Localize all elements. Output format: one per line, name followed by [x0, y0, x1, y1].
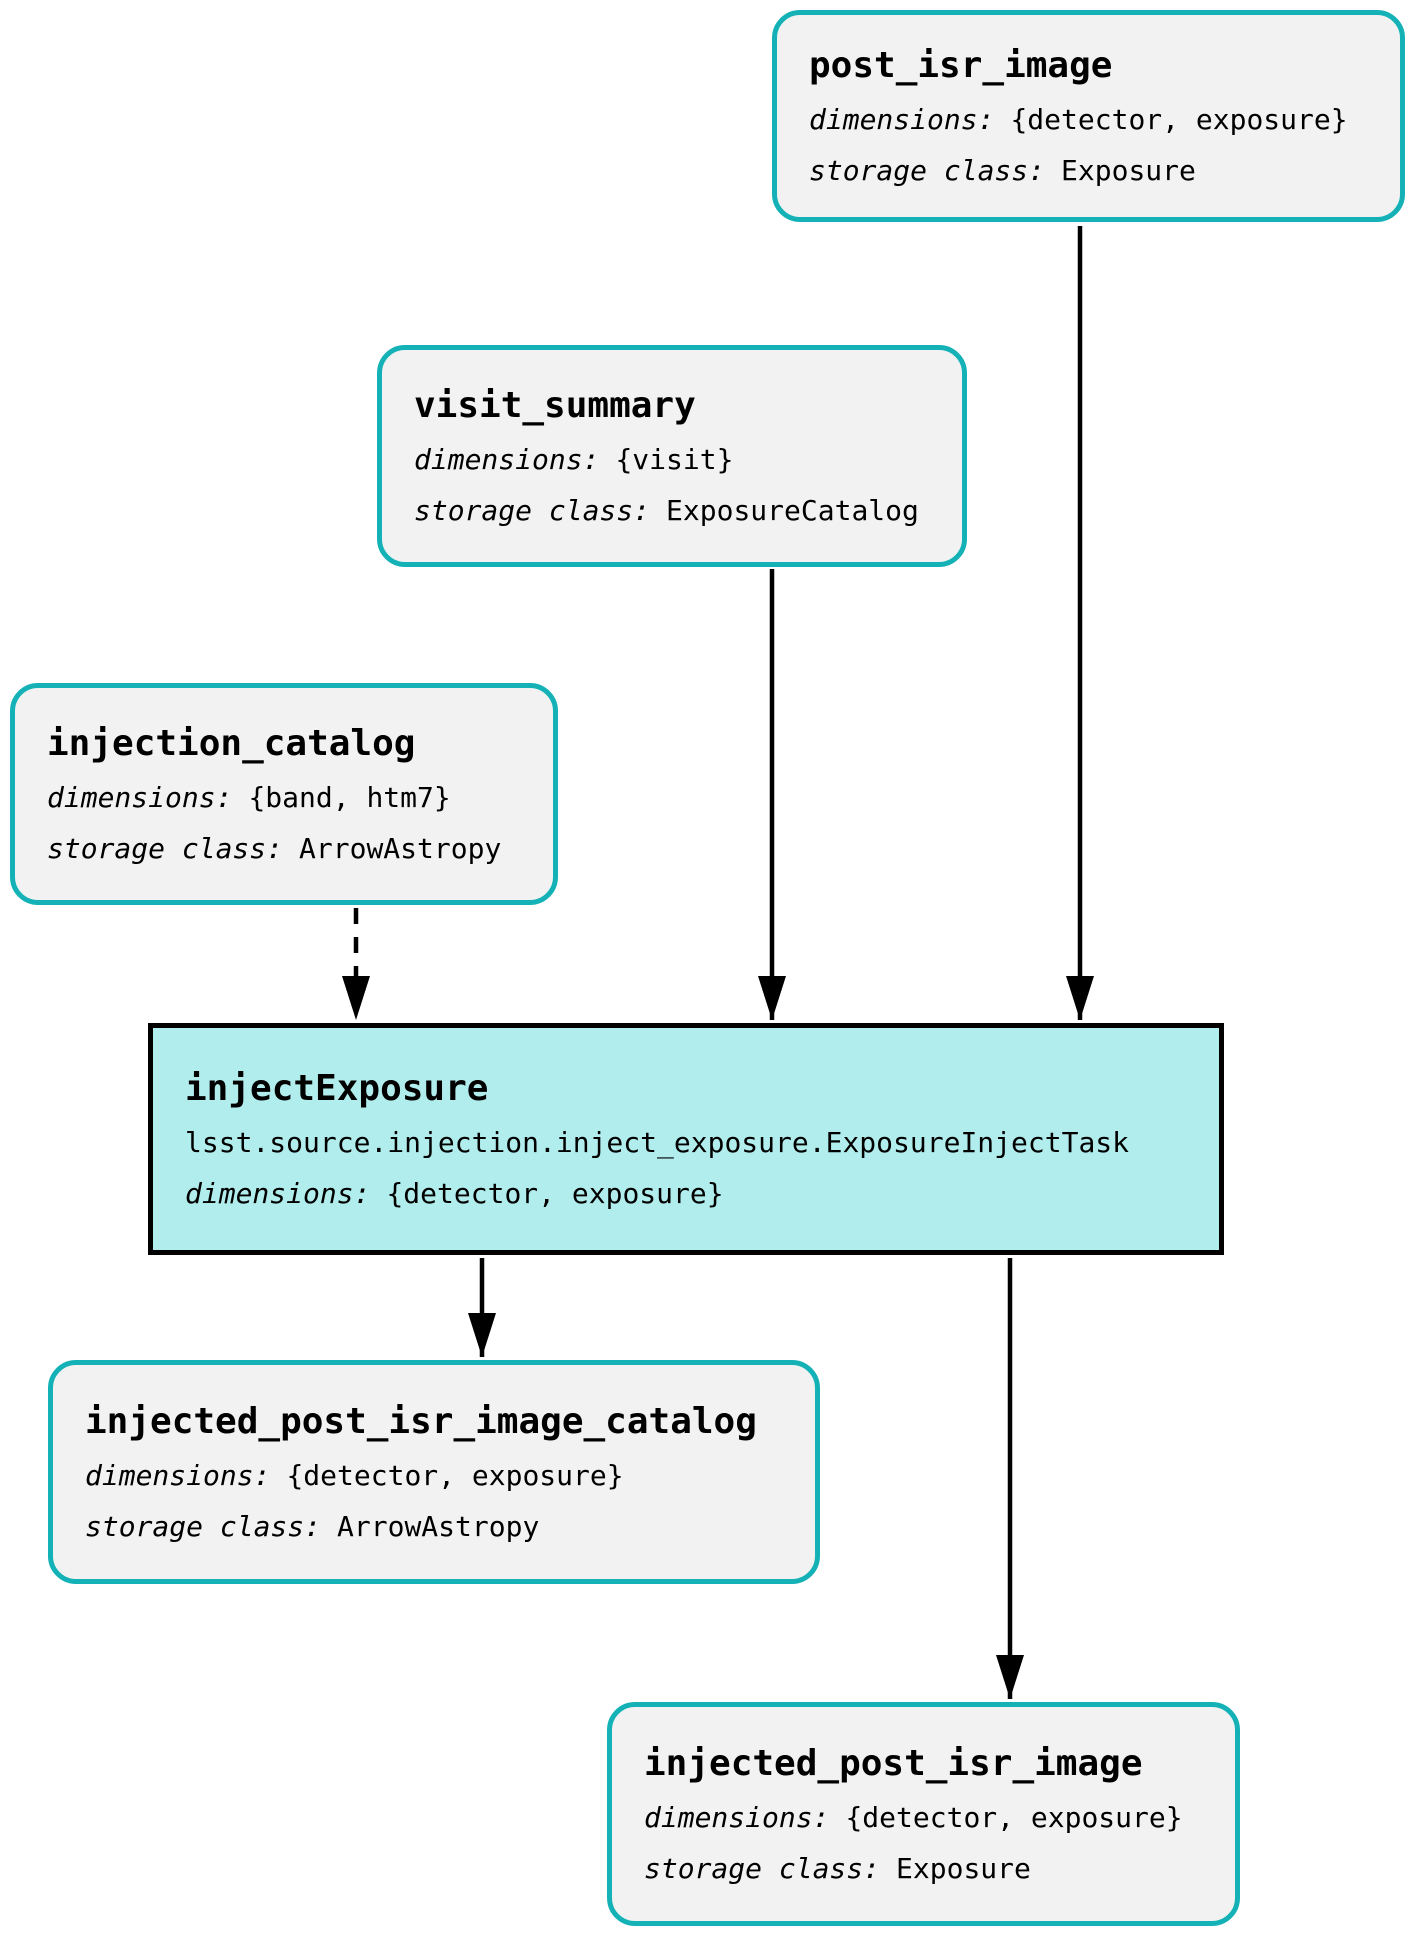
node-task-class: lsst.source.injection.inject_exposure.Ex…	[185, 1126, 1129, 1160]
node-injected-post-isr-image: injected_post_isr_image dimensions: {dete…	[607, 1702, 1240, 1926]
dimensions-label: dimensions:	[809, 103, 995, 137]
node-title: visit_summary	[414, 384, 696, 426]
dimensions-label: dimensions:	[185, 1176, 371, 1210]
storage-class-label: storage class:	[47, 831, 284, 865]
node-storage-class: storage class: Exposure	[809, 154, 1196, 188]
dimensions-value: {detector, exposure}	[1010, 103, 1348, 137]
storage-class-label: storage class:	[85, 1509, 322, 1543]
storage-class-value: Exposure	[1061, 153, 1196, 187]
node-storage-class: storage class: ExposureCatalog	[414, 494, 919, 528]
node-title: injectExposure	[185, 1067, 489, 1109]
node-title: injection_catalog	[47, 722, 416, 764]
node-storage-class: storage class: Exposure	[644, 1852, 1031, 1886]
node-title: injected_post_isr_image	[644, 1742, 1143, 1784]
node-storage-class: storage class: ArrowAstropy	[85, 1510, 539, 1544]
node-injectExposure-task: injectExposure lsst.source.injection.inj…	[148, 1023, 1224, 1255]
node-dimensions: dimensions: {detector, exposure}	[809, 103, 1348, 137]
storage-class-label: storage class:	[644, 1851, 881, 1885]
node-storage-class: storage class: ArrowAstropy	[47, 832, 501, 866]
task-class-value: lsst.source.injection.inject_exposure.Ex…	[185, 1126, 1130, 1160]
dimensions-label: dimensions:	[644, 1801, 830, 1835]
node-dimensions: dimensions: {detector, exposure}	[85, 1459, 624, 1493]
node-injection-catalog: injection_catalog dimensions: {band, htm7…	[10, 683, 558, 905]
node-visit-summary: visit_summary dimensions: {visit} storage…	[377, 345, 967, 567]
node-dimensions: dimensions: {visit}	[414, 443, 733, 477]
storage-class-value: ExposureCatalog	[666, 493, 919, 527]
dimensions-value: {visit}	[615, 443, 734, 477]
node-dimensions: dimensions: {detector, exposure}	[644, 1801, 1183, 1835]
dimensions-label: dimensions:	[414, 443, 600, 477]
node-post-isr-image: post_isr_image dimensions: {detector, exp…	[772, 10, 1405, 222]
dimensions-value: {band, htm7}	[248, 781, 451, 815]
dimensions-value: {detector, exposure}	[845, 1801, 1183, 1835]
storage-class-value: ArrowAstropy	[299, 831, 502, 865]
node-dimensions: dimensions: {detector, exposure}	[185, 1177, 724, 1211]
dimensions-label: dimensions:	[47, 781, 233, 815]
storage-class-label: storage class:	[809, 153, 1046, 187]
node-title: injected_post_isr_image_catalog	[85, 1400, 757, 1442]
dimensions-value: {detector, exposure}	[386, 1176, 724, 1210]
dimensions-value: {detector, exposure}	[286, 1459, 624, 1493]
node-title: post_isr_image	[809, 44, 1113, 86]
storage-class-label: storage class:	[414, 493, 651, 527]
node-injected-post-isr-image-catalog: injected_post_isr_image_catalog dimensio…	[48, 1360, 820, 1584]
storage-class-value: ArrowAstropy	[337, 1509, 540, 1543]
dimensions-label: dimensions:	[85, 1459, 271, 1493]
node-dimensions: dimensions: {band, htm7}	[47, 781, 451, 815]
storage-class-value: Exposure	[896, 1851, 1031, 1885]
